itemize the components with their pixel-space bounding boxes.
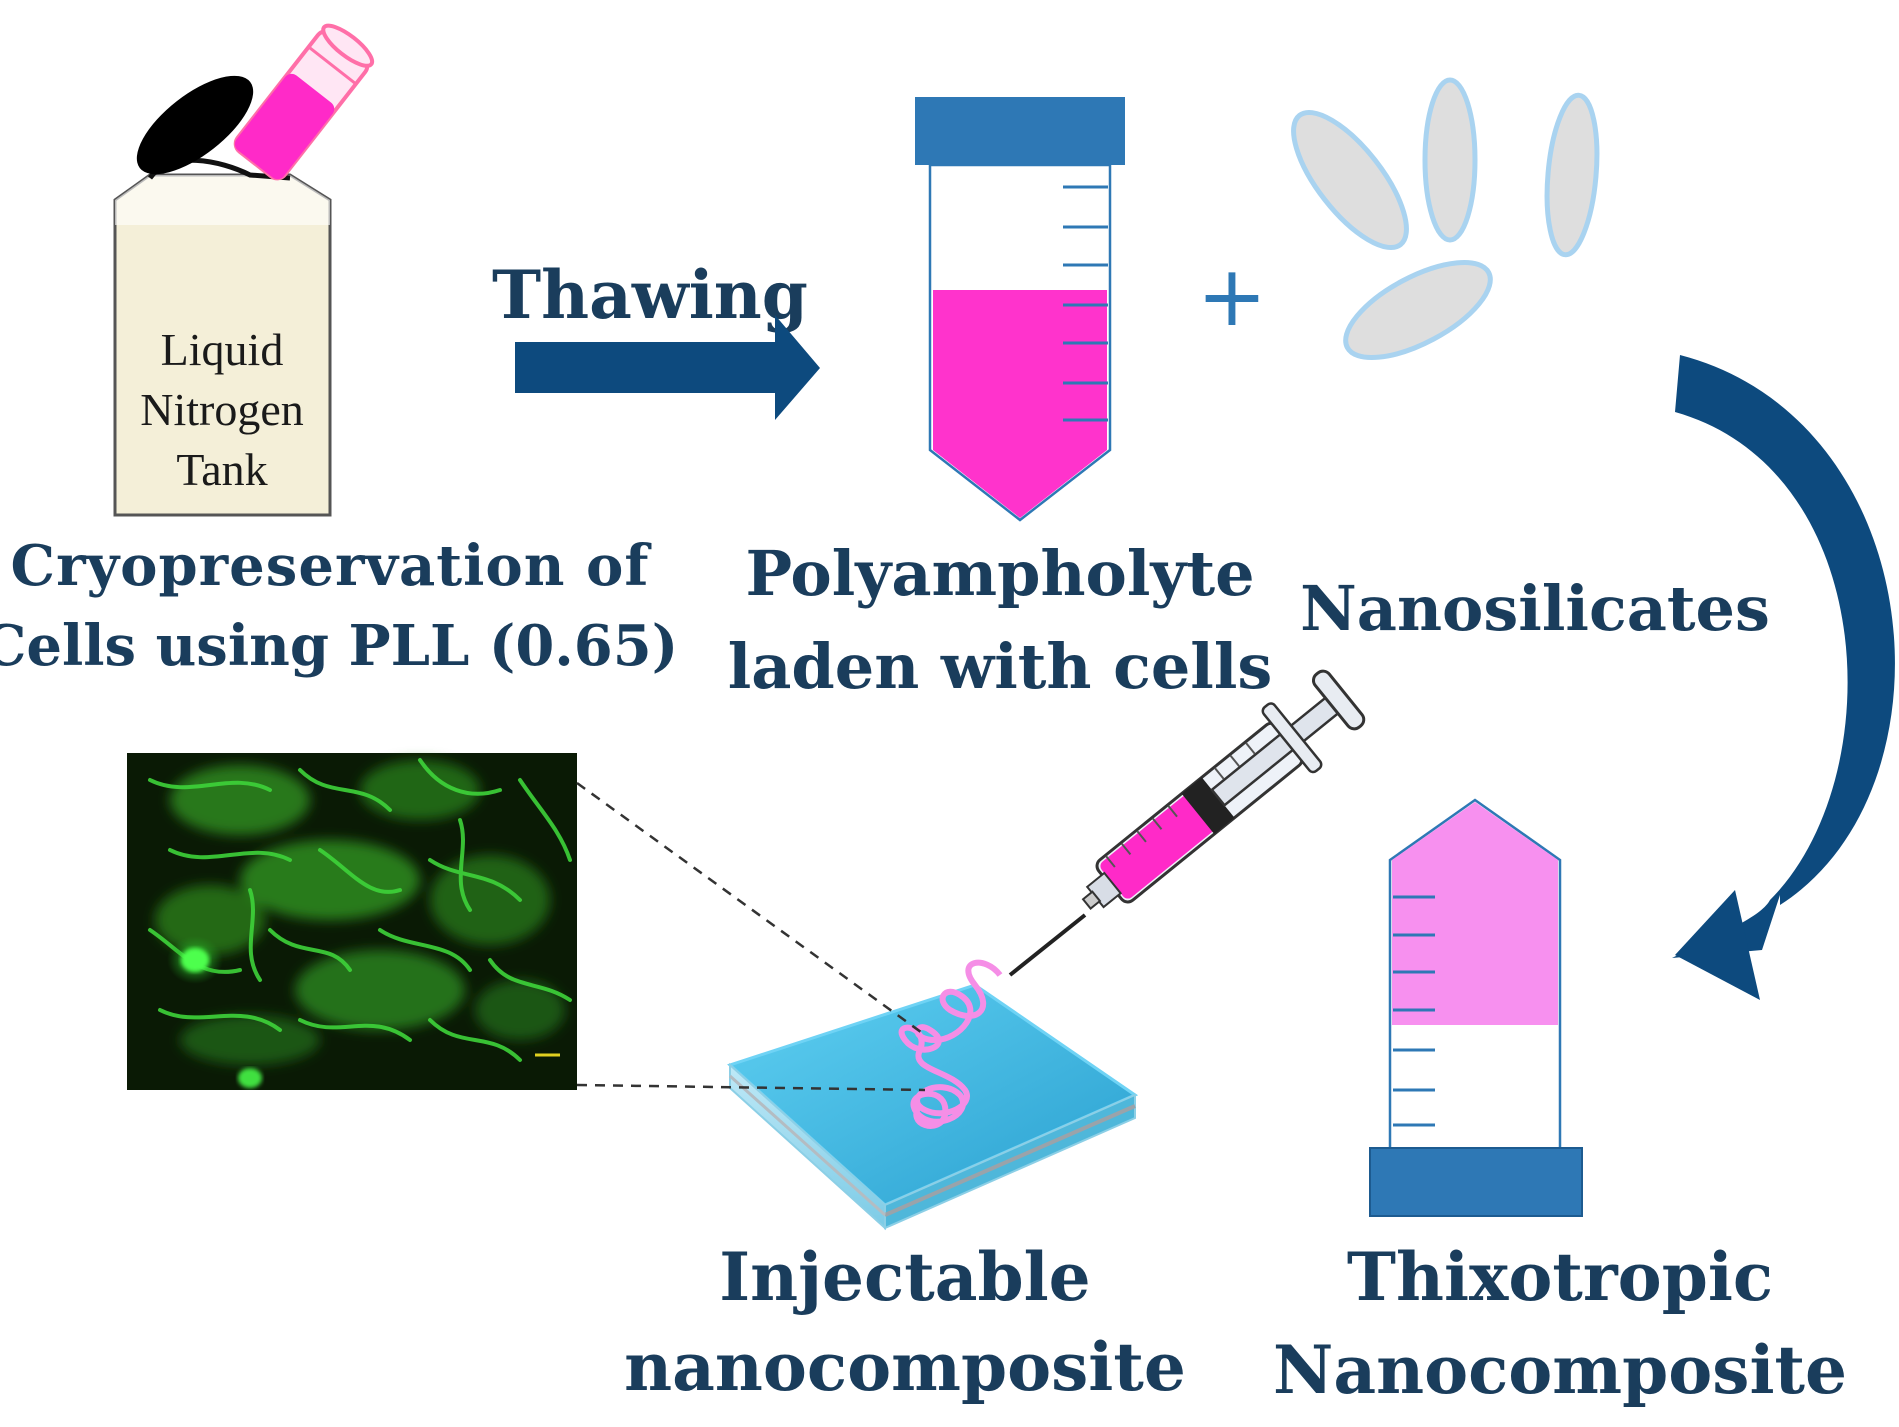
nanosilicate-discs-icon — [1291, 77, 1600, 361]
thixotropic-tube — [1369, 798, 1583, 1217]
zoom-indicator-lines — [576, 781, 926, 1092]
thawing-label: Thawing — [492, 256, 808, 334]
tank-label-line3: Tank — [176, 444, 267, 495]
thixotropic-label-line1: Thixotropic — [1347, 1238, 1773, 1316]
tank-lid-icon — [136, 75, 254, 175]
curved-arrow-head-icon — [1675, 890, 1760, 1000]
tank-label-line2: Nitrogen — [140, 384, 304, 435]
thixotropic-label-line2: Nanocomposite — [1273, 1331, 1847, 1409]
tube-cap-icon — [915, 97, 1125, 165]
thawing-arrow-icon — [515, 315, 820, 420]
fluorescence-micrograph — [127, 753, 577, 1090]
cryovial-icon — [233, 23, 375, 181]
polyampholyte-label-line2: laden with cells — [728, 630, 1273, 703]
injectable-label-line2: nanocomposite — [624, 1328, 1186, 1406]
printed-filament-icon — [898, 959, 1003, 1129]
tank-label-line1: Liquid — [161, 324, 284, 375]
plus-sign: + — [1197, 247, 1267, 345]
liquid-nitrogen-tank: Liquid Nitrogen Tank — [113, 23, 375, 517]
hydrogel-slab — [727, 983, 1139, 1231]
cryopreservation-label-line1: Cryopreservation of — [11, 533, 653, 599]
syringe-icon — [1008, 669, 1366, 977]
polyampholyte-tube — [915, 97, 1125, 522]
thixo-tube-cap-icon — [1369, 1147, 1583, 1217]
cryopreservation-label-line2: Cells using PLL (0.65) — [0, 613, 678, 679]
injectable-label-line1: Injectable — [719, 1238, 1090, 1316]
polyampholyte-label-line1: Polyampholyte — [745, 537, 1254, 610]
nanosilicates-label: Nanosilicates — [1300, 572, 1770, 645]
curved-arrow-icon — [1672, 355, 1895, 958]
